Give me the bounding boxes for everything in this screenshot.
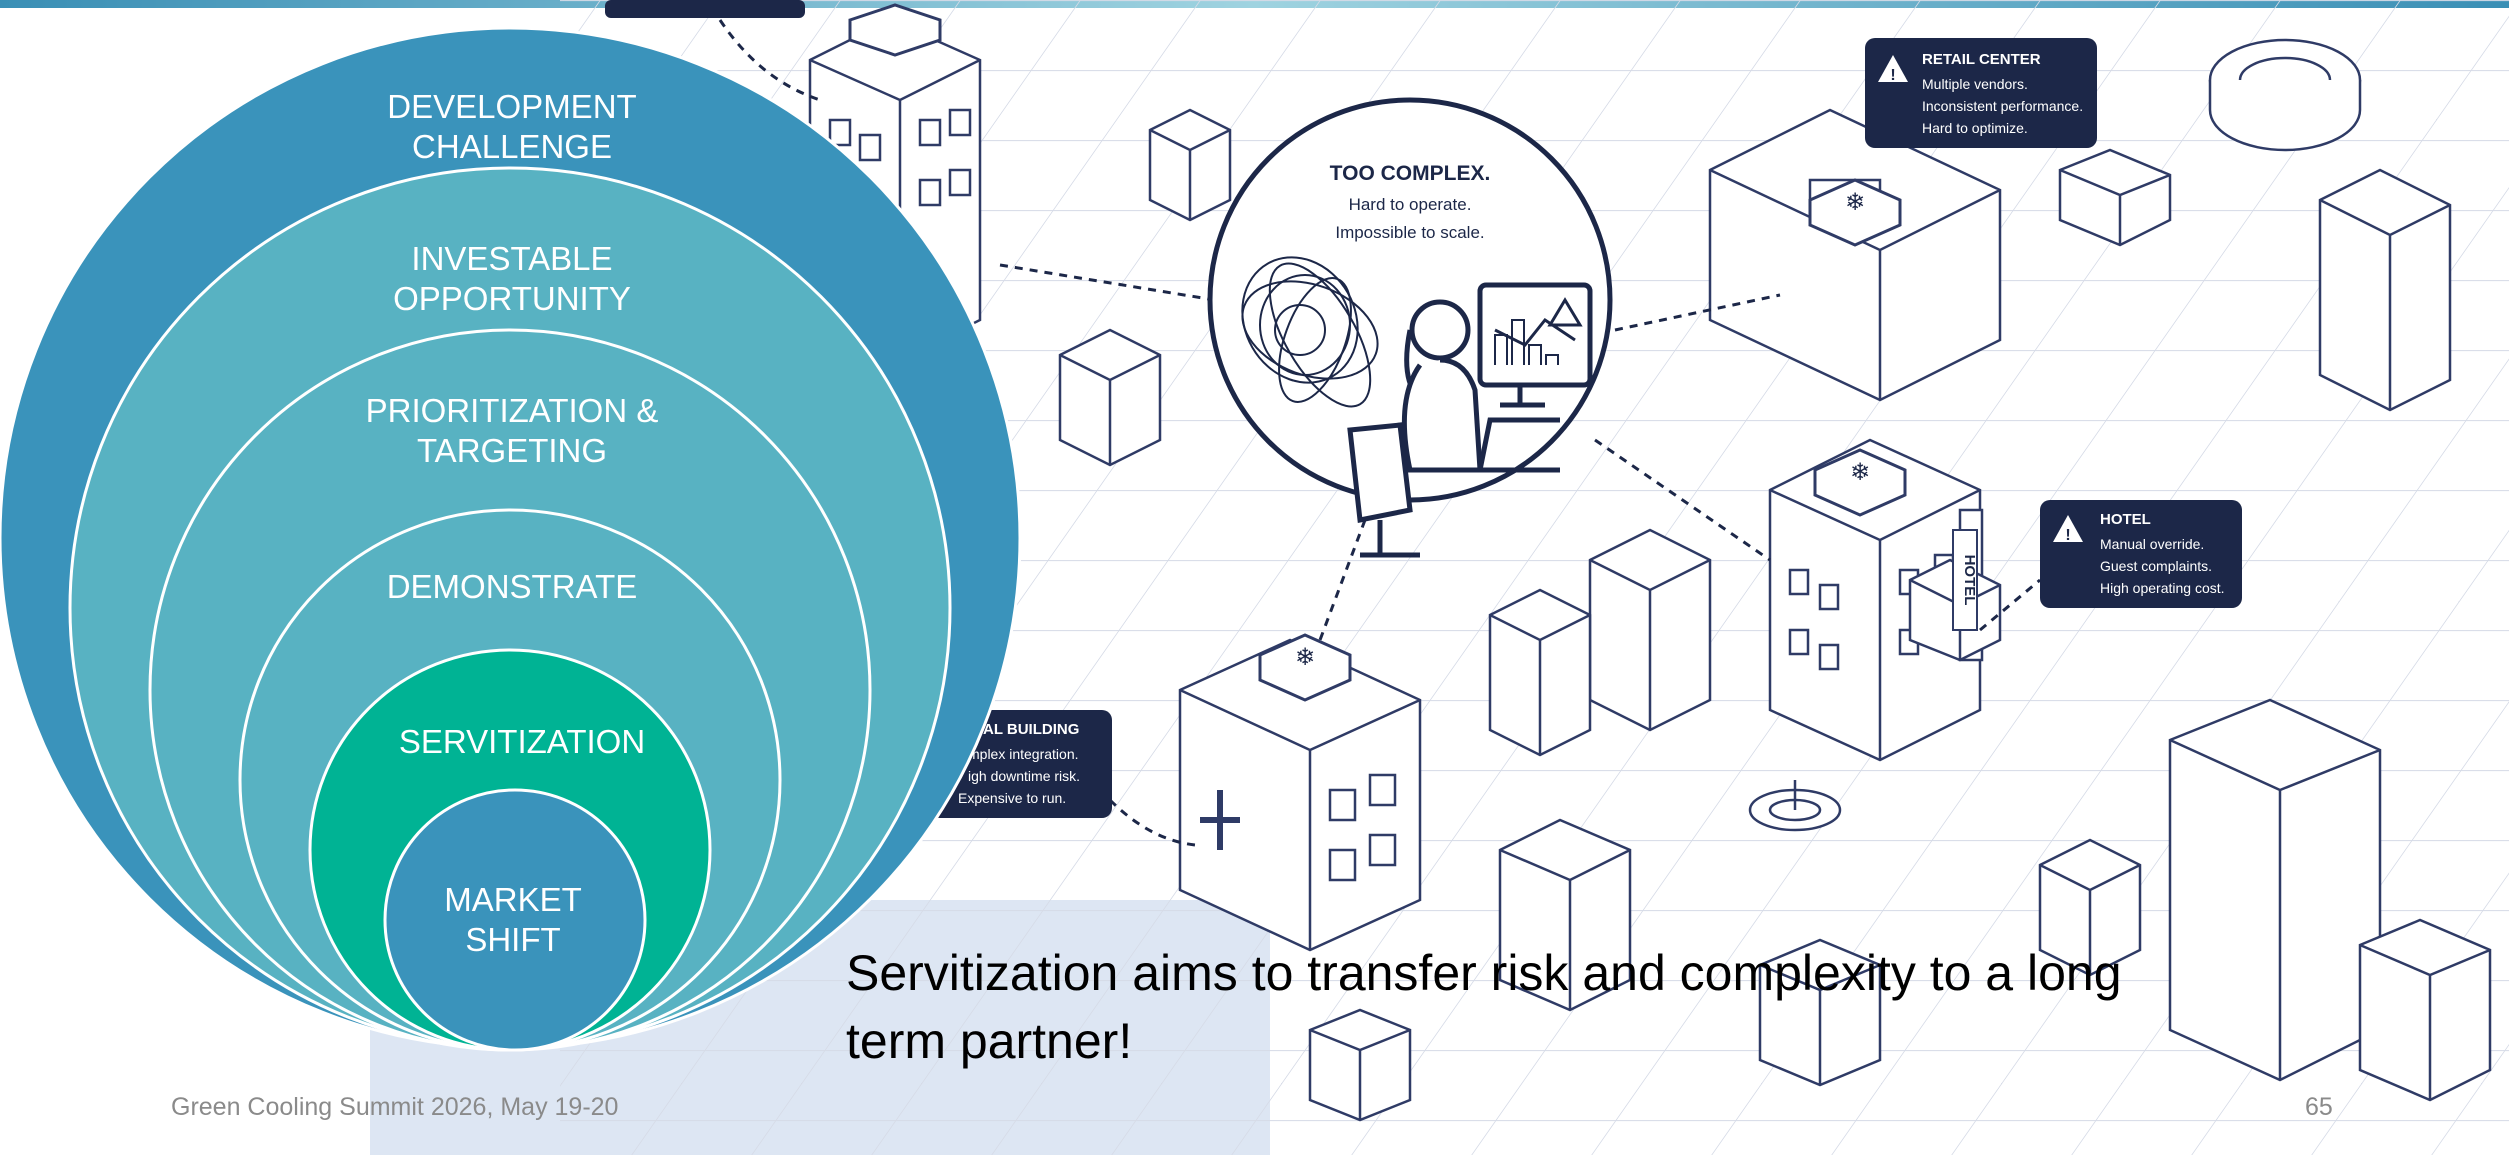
callout-hotel-line-3: High operating cost. [2100, 580, 2225, 596]
circle-label-demonstrate: DEMONSTRATE [387, 568, 638, 605]
svg-text:!: ! [2065, 527, 2070, 544]
building [1488, 588, 1592, 757]
callout-retail-line-3: Hard to optimize. [1922, 120, 2028, 136]
bubble-line-2: Impossible to scale. [1335, 223, 1484, 242]
callout-retail-center: ! RETAIL CENTER Multiple vendors. Incons… [1865, 38, 2097, 148]
nested-circles-diagram: DEVELOPMENT CHALLENGE INVESTABLE OPPORTU… [0, 26, 1022, 1052]
tangled-scribble-icon [1241, 256, 1379, 408]
circle-label-investable: INVESTABLE [411, 240, 612, 277]
rooftop-unit [848, 3, 942, 57]
snowflake-icon: ❄ [1813, 448, 1907, 517]
callout-partial-top [605, 0, 805, 18]
circle-label-servitization: SERVITIZATION [399, 723, 645, 760]
building [1498, 818, 1632, 1012]
circle-label-market: MARKET [444, 881, 582, 918]
warning-icon [2053, 515, 2083, 542]
svg-text:❄: ❄ [1845, 188, 1865, 216]
bubble-line-1: Hard to operate. [1349, 195, 1472, 214]
page-number: 65 [2305, 1093, 2333, 1121]
monitor-alert-icon [1477, 282, 1593, 408]
building [1148, 108, 1232, 222]
callout-medical-line-2: igh downtime risk. [968, 768, 1080, 784]
building [2208, 38, 2362, 152]
building [2038, 838, 2142, 977]
svg-text:❄: ❄ [1850, 458, 1870, 486]
callout-retail-title: RETAIL CENTER [1922, 51, 2041, 68]
building [1588, 528, 1712, 732]
svg-text:!: ! [1890, 67, 1895, 84]
callout-hotel: ! HOTEL Manual override. Guest complaint… [2040, 500, 2242, 608]
circle-label-prioritization: PRIORITIZATION & [366, 392, 659, 429]
building [1058, 328, 1162, 467]
circle-label-opportunity: OPPORTUNITY [393, 280, 631, 317]
circle-label-development: DEVELOPMENT [387, 88, 636, 125]
circle-label-shift: SHIFT [465, 921, 560, 958]
footer-event: Green Cooling Summit 2026, May 19-20 [171, 1093, 618, 1121]
callout-medical-line-3: Expensive to run. [958, 790, 1066, 806]
fountain [1748, 780, 1842, 832]
circle-label-targeting: TARGETING [417, 432, 607, 469]
building [1758, 938, 1882, 1087]
warning-icon [1878, 55, 1908, 82]
person-at-desk [1347, 299, 1560, 558]
bubble-title: TOO COMPLEX. [1330, 162, 1491, 185]
hotel-sign-text: HOTEL [1961, 555, 1978, 606]
circle-market-shift [383, 788, 647, 1052]
dashed-connectors [718, 19, 2041, 847]
hotel-sign: HOTEL [1952, 529, 1978, 631]
building [2318, 168, 2452, 412]
callout-hotel-title: HOTEL [2100, 511, 2151, 528]
caption-line-1: Servitization aims to transfer risk and … [846, 945, 2122, 1001]
callout-retail-line-2: Inconsistent performance. [1922, 98, 2083, 114]
callout-medical-title: ICAL BUILDING [968, 721, 1079, 738]
building [2058, 148, 2172, 247]
svg-text:❄: ❄ [1295, 643, 1315, 671]
callout-retail-line-1: Multiple vendors. [1922, 76, 2028, 92]
too-complex-bubble: TOO COMPLEX. Hard to operate. Impossible… [1207, 97, 1613, 558]
callout-hotel-line-1: Manual override. [2100, 536, 2204, 552]
rooftop-ac-units: ❄ ❄ ❄ [848, 3, 1907, 702]
building [2168, 698, 2382, 1082]
building [1178, 638, 1422, 952]
callout-hotel-line-2: Guest complaints. [2100, 558, 2212, 574]
snowflake-icon: ❄ [1808, 178, 1902, 247]
building [2358, 918, 2492, 1102]
building [1308, 1008, 1412, 1122]
callout-medical-line-1: mplex integration. [968, 746, 1079, 762]
snowflake-icon: ❄ [1258, 633, 1352, 702]
caption-line-2: term partner! [846, 1013, 1132, 1069]
circle-label-challenge: CHALLENGE [412, 128, 612, 165]
